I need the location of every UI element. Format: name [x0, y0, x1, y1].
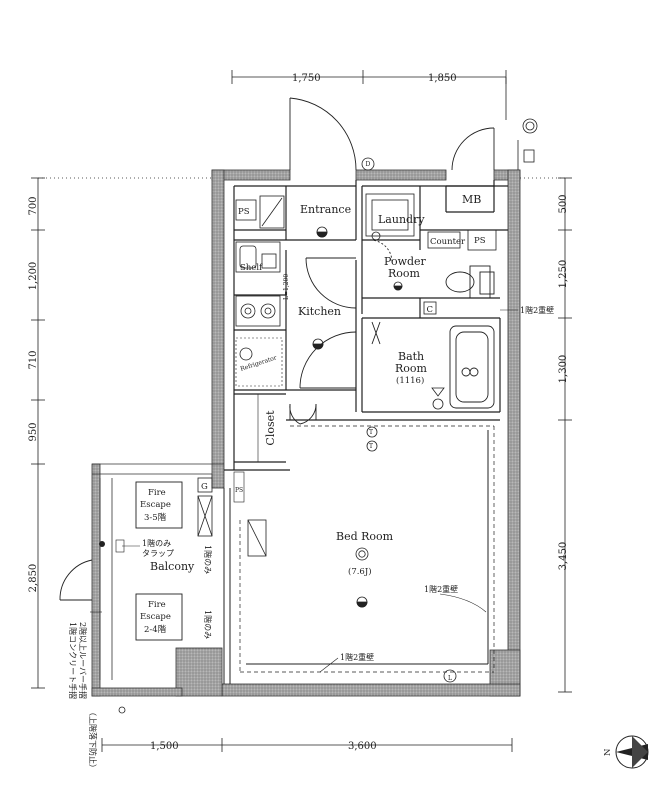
balcony-ledge — [92, 463, 224, 680]
label-fire-lower-1: Fire — [148, 600, 166, 610]
g-box — [197, 477, 213, 493]
label-bath-size: (1116) — [396, 375, 424, 386]
note-left-1: 1階コンクリート手摺 — [68, 622, 78, 699]
dim-top-2: 1,850 — [428, 73, 457, 84]
label-entrance: Entrance — [300, 203, 351, 216]
stove-icon — [235, 295, 281, 327]
label-powder-room-1: Powder — [384, 255, 427, 268]
dim-top-1: 1,750 — [292, 73, 321, 84]
dim-bottom-2: 3,600 — [348, 741, 377, 752]
trap-ladder — [115, 539, 125, 553]
dim-right-1: 500 — [558, 194, 569, 213]
dim-right-3: 1,300 — [558, 355, 569, 384]
shoe-box — [259, 195, 285, 229]
label-ps-right: PS — [474, 236, 486, 246]
drain-icon — [118, 706, 126, 714]
dim-left-1: 700 — [28, 196, 39, 215]
toilet-icon — [445, 265, 495, 299]
label-fire-upper-3: 3-5階 — [144, 512, 167, 523]
counter-box — [427, 231, 461, 249]
label-balcony: Balcony — [150, 560, 195, 573]
light-fixture-icon — [312, 226, 403, 608]
label-kitchen-dim: L=1,200 — [283, 274, 290, 300]
dim-bottom-1: 1,500 — [150, 741, 179, 752]
laundry-pan — [365, 193, 415, 237]
label-counter: Counter — [430, 237, 466, 247]
north-label: N — [603, 748, 613, 756]
label-refrigerator: Refrigerator — [239, 354, 277, 372]
fire-escape-hatch — [197, 495, 267, 557]
fire-escape-lower — [135, 593, 183, 641]
note-trap-1: 1階のみ — [142, 538, 171, 548]
meter-icon — [517, 118, 538, 170]
note-double-wall-top: 1階2重壁 — [520, 305, 554, 315]
label-fire-upper-1: Fire — [148, 488, 166, 498]
outer-walls — [91, 169, 521, 697]
label-c: C — [427, 305, 434, 315]
dimension-left — [31, 177, 212, 689]
label-ps-top-left: PS — [238, 207, 250, 217]
note-first-floor-only-b: 1階のみ — [203, 610, 213, 639]
dim-left-2: 1,200 — [28, 262, 39, 291]
label-l: L — [448, 675, 452, 682]
dimension-top — [231, 70, 507, 120]
label-bath-2: Room — [395, 362, 428, 375]
label-bedroom-size: (7.6J) — [348, 566, 372, 577]
note-trap-2: タラップ — [142, 549, 174, 558]
label-fire-lower-2: Escape — [140, 612, 171, 622]
note-left-2: 2階以上ルーバー手摺 — [78, 622, 88, 699]
ps-box-top-left — [235, 199, 257, 221]
dim-left-4: 950 — [28, 422, 39, 441]
label-mb: MB — [462, 193, 481, 206]
note-left-3: （上階落下防止） — [88, 708, 98, 772]
bedroom-inner-walls — [223, 430, 489, 684]
dimension-right — [520, 177, 572, 693]
label-powder-room-2: Room — [388, 267, 421, 280]
label-kitchen: Kitchen — [298, 305, 341, 318]
refrigerator-space — [235, 337, 283, 387]
washbasin-icon — [235, 241, 281, 273]
dim-left-5: 2,850 — [28, 564, 39, 593]
label-fire-upper-2: Escape — [140, 500, 171, 510]
c-marker-box — [423, 301, 437, 315]
north-arrow-icon: N — [603, 735, 649, 769]
note-double-wall-bottom: 1階2重壁 — [340, 652, 374, 662]
switch-t2: T — [369, 443, 373, 450]
fire-escape-upper — [135, 481, 183, 529]
dim-right-2: 1,250 — [558, 260, 569, 289]
bathtub-icon — [449, 325, 495, 409]
ps-box-right — [467, 229, 497, 251]
note-double-wall-bedroom: 1階2重壁 — [424, 584, 458, 594]
ps-box-mid — [233, 471, 245, 503]
label-bath-1: Bath — [398, 350, 424, 363]
note-first-floor-only-a: 1階のみ — [203, 545, 213, 574]
doors — [59, 97, 495, 601]
anchor-icon — [99, 541, 105, 547]
label-laundry: Laundry — [378, 213, 425, 226]
dim-left-3: 710 — [28, 350, 39, 369]
bath-washbasin-icon — [431, 387, 445, 410]
outlet-l-icon — [443, 669, 457, 683]
dim-right-4: 3,450 — [558, 542, 569, 571]
label-fire-lower-3: 2-4階 — [144, 624, 167, 635]
double-wall-lines — [239, 425, 495, 673]
label-bedroom: Bed Room — [336, 530, 394, 543]
outlet-icon — [239, 347, 253, 361]
dimension-bottom — [101, 738, 513, 752]
label-closet: Closet — [264, 410, 277, 446]
label-ps-mid: PS — [235, 487, 243, 494]
switch-t1: T — [369, 429, 373, 436]
label-d: D — [366, 161, 371, 168]
label-g: G — [201, 482, 208, 492]
d-marker — [361, 157, 375, 171]
